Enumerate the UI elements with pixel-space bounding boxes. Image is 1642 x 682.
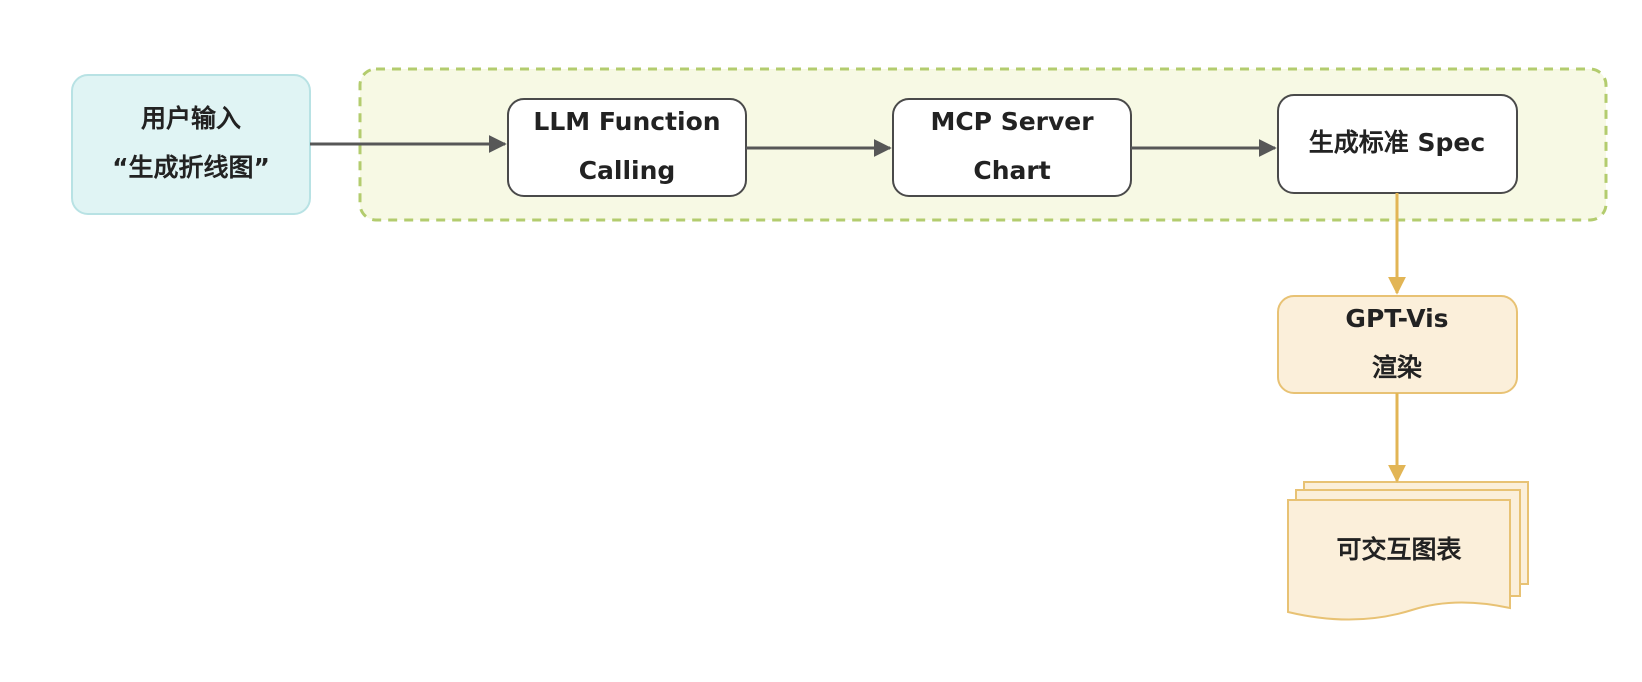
interactive-chart-label: 可交互图表 [1336,535,1462,564]
gpt-vis-node[interactable]: GPT-Vis 渲染 [1277,295,1518,394]
gpt-vis-line2: 渲染 [1372,353,1422,382]
mcp-node-line1: MCP Server [930,107,1094,136]
spec-node[interactable]: 生成标准 Spec [1277,94,1518,194]
spec-node-label: 生成标准 Spec [1309,128,1485,157]
llm-node-line2: Calling [579,156,676,185]
mcp-node-line2: Chart [973,156,1050,185]
gpt-vis-line1: GPT-Vis [1345,304,1448,333]
llm-node-line1: LLM Function [533,107,720,136]
mcp-server-chart-node[interactable]: MCP Server Chart [892,98,1132,197]
user-input-line2: “生成折线图” [112,153,270,182]
document-page-front [1287,499,1511,621]
llm-function-calling-node[interactable]: LLM Function Calling [507,98,747,197]
interactive-chart-node[interactable]: 可交互图表 [1287,481,1529,621]
user-input-line1: 用户输入 [141,104,241,133]
user-input-node[interactable]: 用户输入 “生成折线图” [71,74,311,215]
